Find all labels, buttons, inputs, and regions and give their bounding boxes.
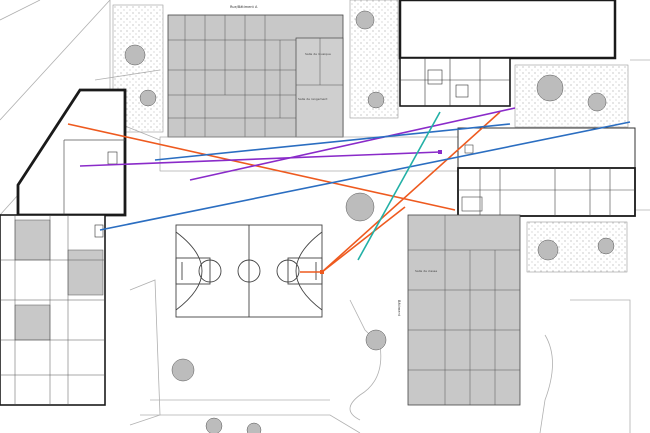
tree-icon [365,329,387,351]
tree-icon [171,358,195,382]
south-room-label: Salle de classe [415,269,437,273]
trees [9,10,615,433]
landscaped-areas [112,0,629,273]
north-east-building [398,0,617,107]
garden-patch [514,64,629,128]
tree-icon [597,237,615,255]
orange-marker [320,270,324,274]
tree-icon [536,74,564,102]
blue-line [99,121,631,231]
west-building [0,88,127,406]
north-building: Salle de musique Salle de rangement Rue/… [167,5,344,138]
line-markers [320,150,442,274]
purple-line [189,107,516,181]
tree-icon [355,10,375,30]
purple-marker [438,150,442,154]
purple-line [79,151,441,167]
tree-icon [345,192,375,222]
tree-icon [367,91,385,109]
tree-icon [537,239,559,261]
south-east-building: Salle de classe Bâtiment [397,214,521,406]
blue-line [154,123,511,161]
orange-line [67,123,456,211]
sight-lines [67,107,631,273]
east-wing [457,127,636,217]
street-label: Rue/Bâtiment A [230,5,258,9]
north-room-label: Salle de musique [305,52,331,56]
tree-icon [139,89,157,107]
teal-line [357,111,441,261]
street-label: Bâtiment [397,300,401,317]
north-room-label: Salle de rangement [298,97,328,101]
tree-icon [587,92,607,112]
tree-icon [124,44,146,66]
tree-icon [205,417,223,433]
tree-icon [246,422,262,433]
orange-line [321,206,406,273]
